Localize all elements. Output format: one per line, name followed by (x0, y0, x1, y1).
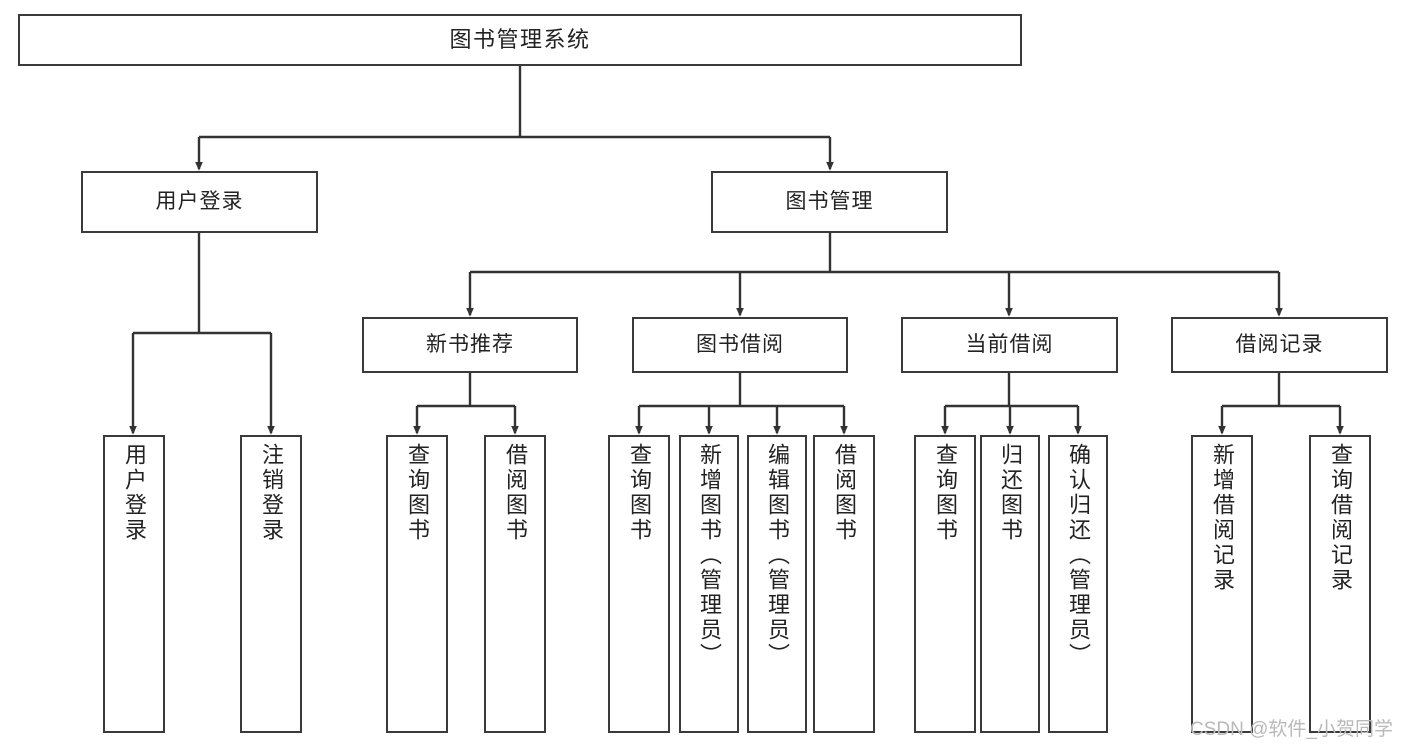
node-current-borrow[interactable]: 当前借阅 (901, 317, 1118, 373)
node-user-login[interactable]: 用户登录 (81, 171, 318, 233)
leaf-user-login-label: 用户登录 (122, 443, 147, 543)
leaf-user-login[interactable]: 用户登录 (103, 435, 165, 733)
node-borrow-record[interactable]: 借阅记录 (1171, 317, 1388, 373)
leaf-confirm-return[interactable]: 确认归还（管理员） (1048, 435, 1108, 733)
node-book-borrow-label: 图书借阅 (696, 332, 784, 356)
leaf-add-book[interactable]: 新增图书（管理员） (679, 435, 739, 733)
node-new-book-recommend[interactable]: 新书推荐 (362, 317, 578, 373)
leaf-borrow-book-1[interactable]: 借阅图书 (484, 435, 546, 733)
leaf-query-book-2[interactable]: 查询图书 (608, 435, 670, 733)
leaf-query-record[interactable]: 查询借阅记录 (1309, 435, 1371, 733)
leaf-user-logout-label: 注销登录 (259, 443, 284, 543)
node-root-label: 图书管理系统 (449, 26, 591, 52)
leaf-borrow-book-2-label: 借阅图书 (832, 443, 857, 543)
node-user-login-label: 用户登录 (155, 189, 244, 213)
node-book-borrow[interactable]: 图书借阅 (632, 317, 848, 373)
node-current-borrow-label: 当前借阅 (965, 332, 1054, 356)
leaf-add-record-label: 新增借阅记录 (1210, 443, 1235, 593)
leaf-query-book-3[interactable]: 查询图书 (914, 435, 976, 733)
node-borrow-record-label: 借阅记录 (1235, 332, 1324, 356)
node-root[interactable]: 图书管理系统 (18, 14, 1022, 66)
node-book-manage-label: 图书管理 (785, 189, 874, 213)
leaf-borrow-book-1-label: 借阅图书 (503, 443, 528, 543)
csdn-watermark: CSDN @软件_小贺同学 (1190, 719, 1393, 740)
node-book-manage[interactable]: 图书管理 (711, 171, 948, 233)
leaf-user-logout[interactable]: 注销登录 (240, 435, 302, 733)
leaf-return-book[interactable]: 归还图书 (980, 435, 1040, 733)
leaf-confirm-return-label: 确认归还（管理员） (1066, 443, 1091, 668)
leaf-return-book-label: 归还图书 (998, 443, 1023, 543)
leaf-query-book-3-label: 查询图书 (933, 443, 958, 543)
leaf-borrow-book-2[interactable]: 借阅图书 (813, 435, 875, 733)
leaf-query-book-1[interactable]: 查询图书 (386, 435, 448, 733)
leaf-add-record[interactable]: 新增借阅记录 (1191, 435, 1253, 733)
leaf-add-book-label: 新增图书（管理员） (697, 443, 722, 668)
leaf-query-book-1-label: 查询图书 (405, 443, 430, 543)
node-new-book-recommend-label: 新书推荐 (426, 332, 514, 356)
leaf-query-record-label: 查询借阅记录 (1328, 443, 1353, 593)
leaf-query-book-2-label: 查询图书 (627, 443, 652, 543)
leaf-edit-book-label: 编辑图书（管理员） (765, 443, 790, 668)
leaf-edit-book[interactable]: 编辑图书（管理员） (747, 435, 807, 733)
